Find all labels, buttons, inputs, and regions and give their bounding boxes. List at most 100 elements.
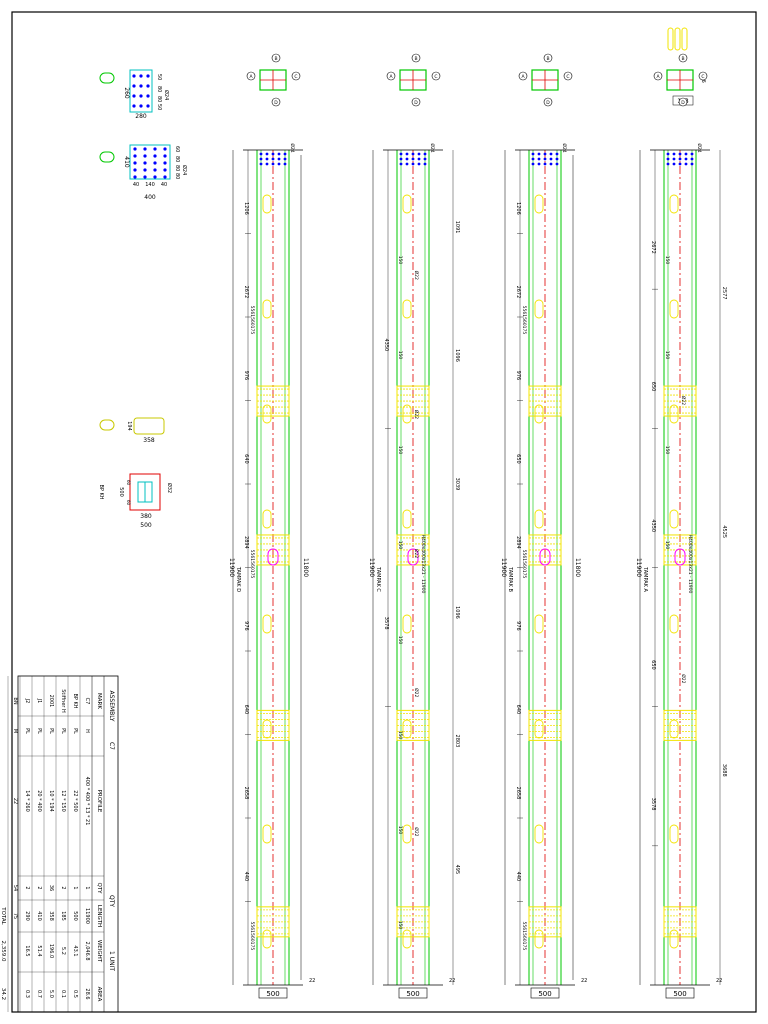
top-bolt — [549, 152, 553, 156]
small-dim: 150 — [664, 351, 670, 360]
bolt-plate-2-bolts — [133, 147, 167, 179]
table-cell: PL — [24, 728, 30, 734]
bolt-plate-1-hole: Ø24 — [163, 90, 170, 100]
plan-tag-circle — [246, 71, 256, 81]
top-gap-dim: 22 — [716, 978, 722, 984]
small-dim: 150 — [397, 731, 403, 740]
bolt-hole — [133, 154, 137, 158]
table-total-weight: 2,359.0 — [0, 941, 6, 962]
overall-dimension: 11900 — [368, 558, 375, 577]
table-cell: 5.0 — [48, 990, 54, 998]
left-segment-dim: 2894 — [515, 536, 521, 549]
top-bolt — [672, 162, 676, 166]
base-plate-outline — [129, 473, 161, 511]
bolt-hole — [132, 84, 136, 88]
bolt-plate-2-dim-80c: 80 — [174, 173, 180, 179]
base-width-box — [530, 987, 560, 999]
table-cell: 400 * 400 * 13 * 21 — [84, 777, 90, 826]
bolt-hole — [133, 175, 137, 179]
top-bolt — [259, 152, 263, 156]
plan-tag-letter: C — [434, 74, 437, 80]
top-bolt — [271, 152, 275, 156]
bolt-plate-1-dim-80a: 80 — [156, 86, 162, 92]
table-column-header: QTY — [96, 882, 102, 894]
top-bolt — [543, 152, 547, 156]
top-bolt — [537, 162, 541, 166]
hole-mark: Ø22 — [413, 827, 420, 836]
bolt-hole — [163, 154, 167, 158]
table-cell: 290 — [24, 911, 30, 921]
top-bolt — [555, 157, 559, 161]
table-total-label: TOTAL — [0, 906, 6, 925]
stiffener-oval — [669, 824, 679, 844]
left-segment-dim: 976 — [515, 371, 521, 381]
small-dim: 150 — [397, 541, 403, 550]
inner-dimension: 11800 — [574, 558, 581, 577]
top-bolt — [399, 162, 403, 166]
base-width-box — [665, 987, 695, 999]
stiffener-oval — [262, 929, 272, 949]
small-dim: 150 — [664, 256, 670, 265]
stiffener-oval — [402, 614, 412, 634]
left-segment-dim: 976 — [243, 621, 249, 631]
top-bolt — [678, 157, 682, 161]
top-bolt — [277, 162, 281, 166]
bolt-hole — [143, 154, 147, 158]
top-bolt — [666, 152, 670, 156]
table-cell: 500 — [72, 911, 78, 921]
small-dim: 150 — [397, 826, 403, 835]
left-segment-dim: 650 — [650, 382, 656, 392]
table-cell: 1 — [72, 886, 78, 889]
bolt-plate-2-dim-410: 410 — [123, 156, 130, 168]
top-bolt — [537, 152, 541, 156]
top-bolt — [543, 157, 547, 161]
left-segment-dim: 4350 — [650, 519, 656, 532]
plan-tag-circle — [518, 71, 528, 81]
table-cell: 0.1 — [60, 990, 66, 998]
left-segment-dim: 2672 — [650, 241, 656, 254]
left-segment-dim: 976 — [515, 621, 521, 631]
small-dim: 150 — [664, 446, 670, 455]
top-bolt — [259, 157, 263, 161]
right-segment-dim: 3039 — [454, 478, 460, 491]
right-segment-dim: 2803 — [454, 735, 460, 748]
stiffener-oval — [534, 719, 544, 739]
table-header-unit: 1 UNIT — [108, 951, 115, 971]
overall-dimension: 11900 — [500, 558, 507, 577]
left-segment-dim: 640 — [243, 705, 249, 715]
view-name: TAMPAK C — [375, 566, 381, 592]
bolt-hole — [146, 84, 150, 88]
bolt-plate-2-outline — [129, 144, 171, 180]
top-bolt — [531, 157, 535, 161]
left-segment-dim: 640 — [515, 705, 521, 715]
right-segment-dim: 1096 — [454, 606, 460, 619]
table-title: ASSEMBLY — [108, 690, 115, 721]
top-bolt — [423, 152, 427, 156]
top-bolt — [531, 162, 535, 166]
left-segment-dim: 2672 — [515, 286, 521, 299]
table-cell: PL — [72, 728, 78, 734]
left-segment-dim: 976 — [243, 371, 249, 381]
bolt-plate-1-width: 280 — [135, 113, 147, 120]
base-plate-dim-60a: 60 — [126, 480, 131, 486]
bolt-plate-detail-2: 410 60 80 80 80 Ø24 40 140 40 400 — [99, 144, 188, 201]
left-segment-dim: 440 — [515, 872, 521, 882]
splice-stack-dim: 5561560175 — [249, 550, 255, 579]
bolt-plate-2-bottom-40b: 40 — [161, 182, 167, 188]
plan-tag-circle — [431, 71, 441, 81]
table-cell: 10 * 194 — [48, 790, 54, 812]
table-cell: 2,046.8 — [84, 941, 90, 960]
table-cell: 0.5 — [72, 990, 78, 998]
bolt-hole — [133, 147, 137, 151]
bolt-hole — [143, 147, 147, 151]
top-bolt — [543, 162, 547, 166]
top-gap-dim: 22 — [581, 978, 587, 984]
table-cell: 185 — [60, 911, 66, 921]
plan-tag-circle — [386, 71, 396, 81]
plan-stiffener-oval — [674, 27, 681, 51]
top-bolt — [405, 152, 409, 156]
base-width-box — [258, 987, 288, 999]
plan-tag-letter: B — [546, 56, 549, 62]
